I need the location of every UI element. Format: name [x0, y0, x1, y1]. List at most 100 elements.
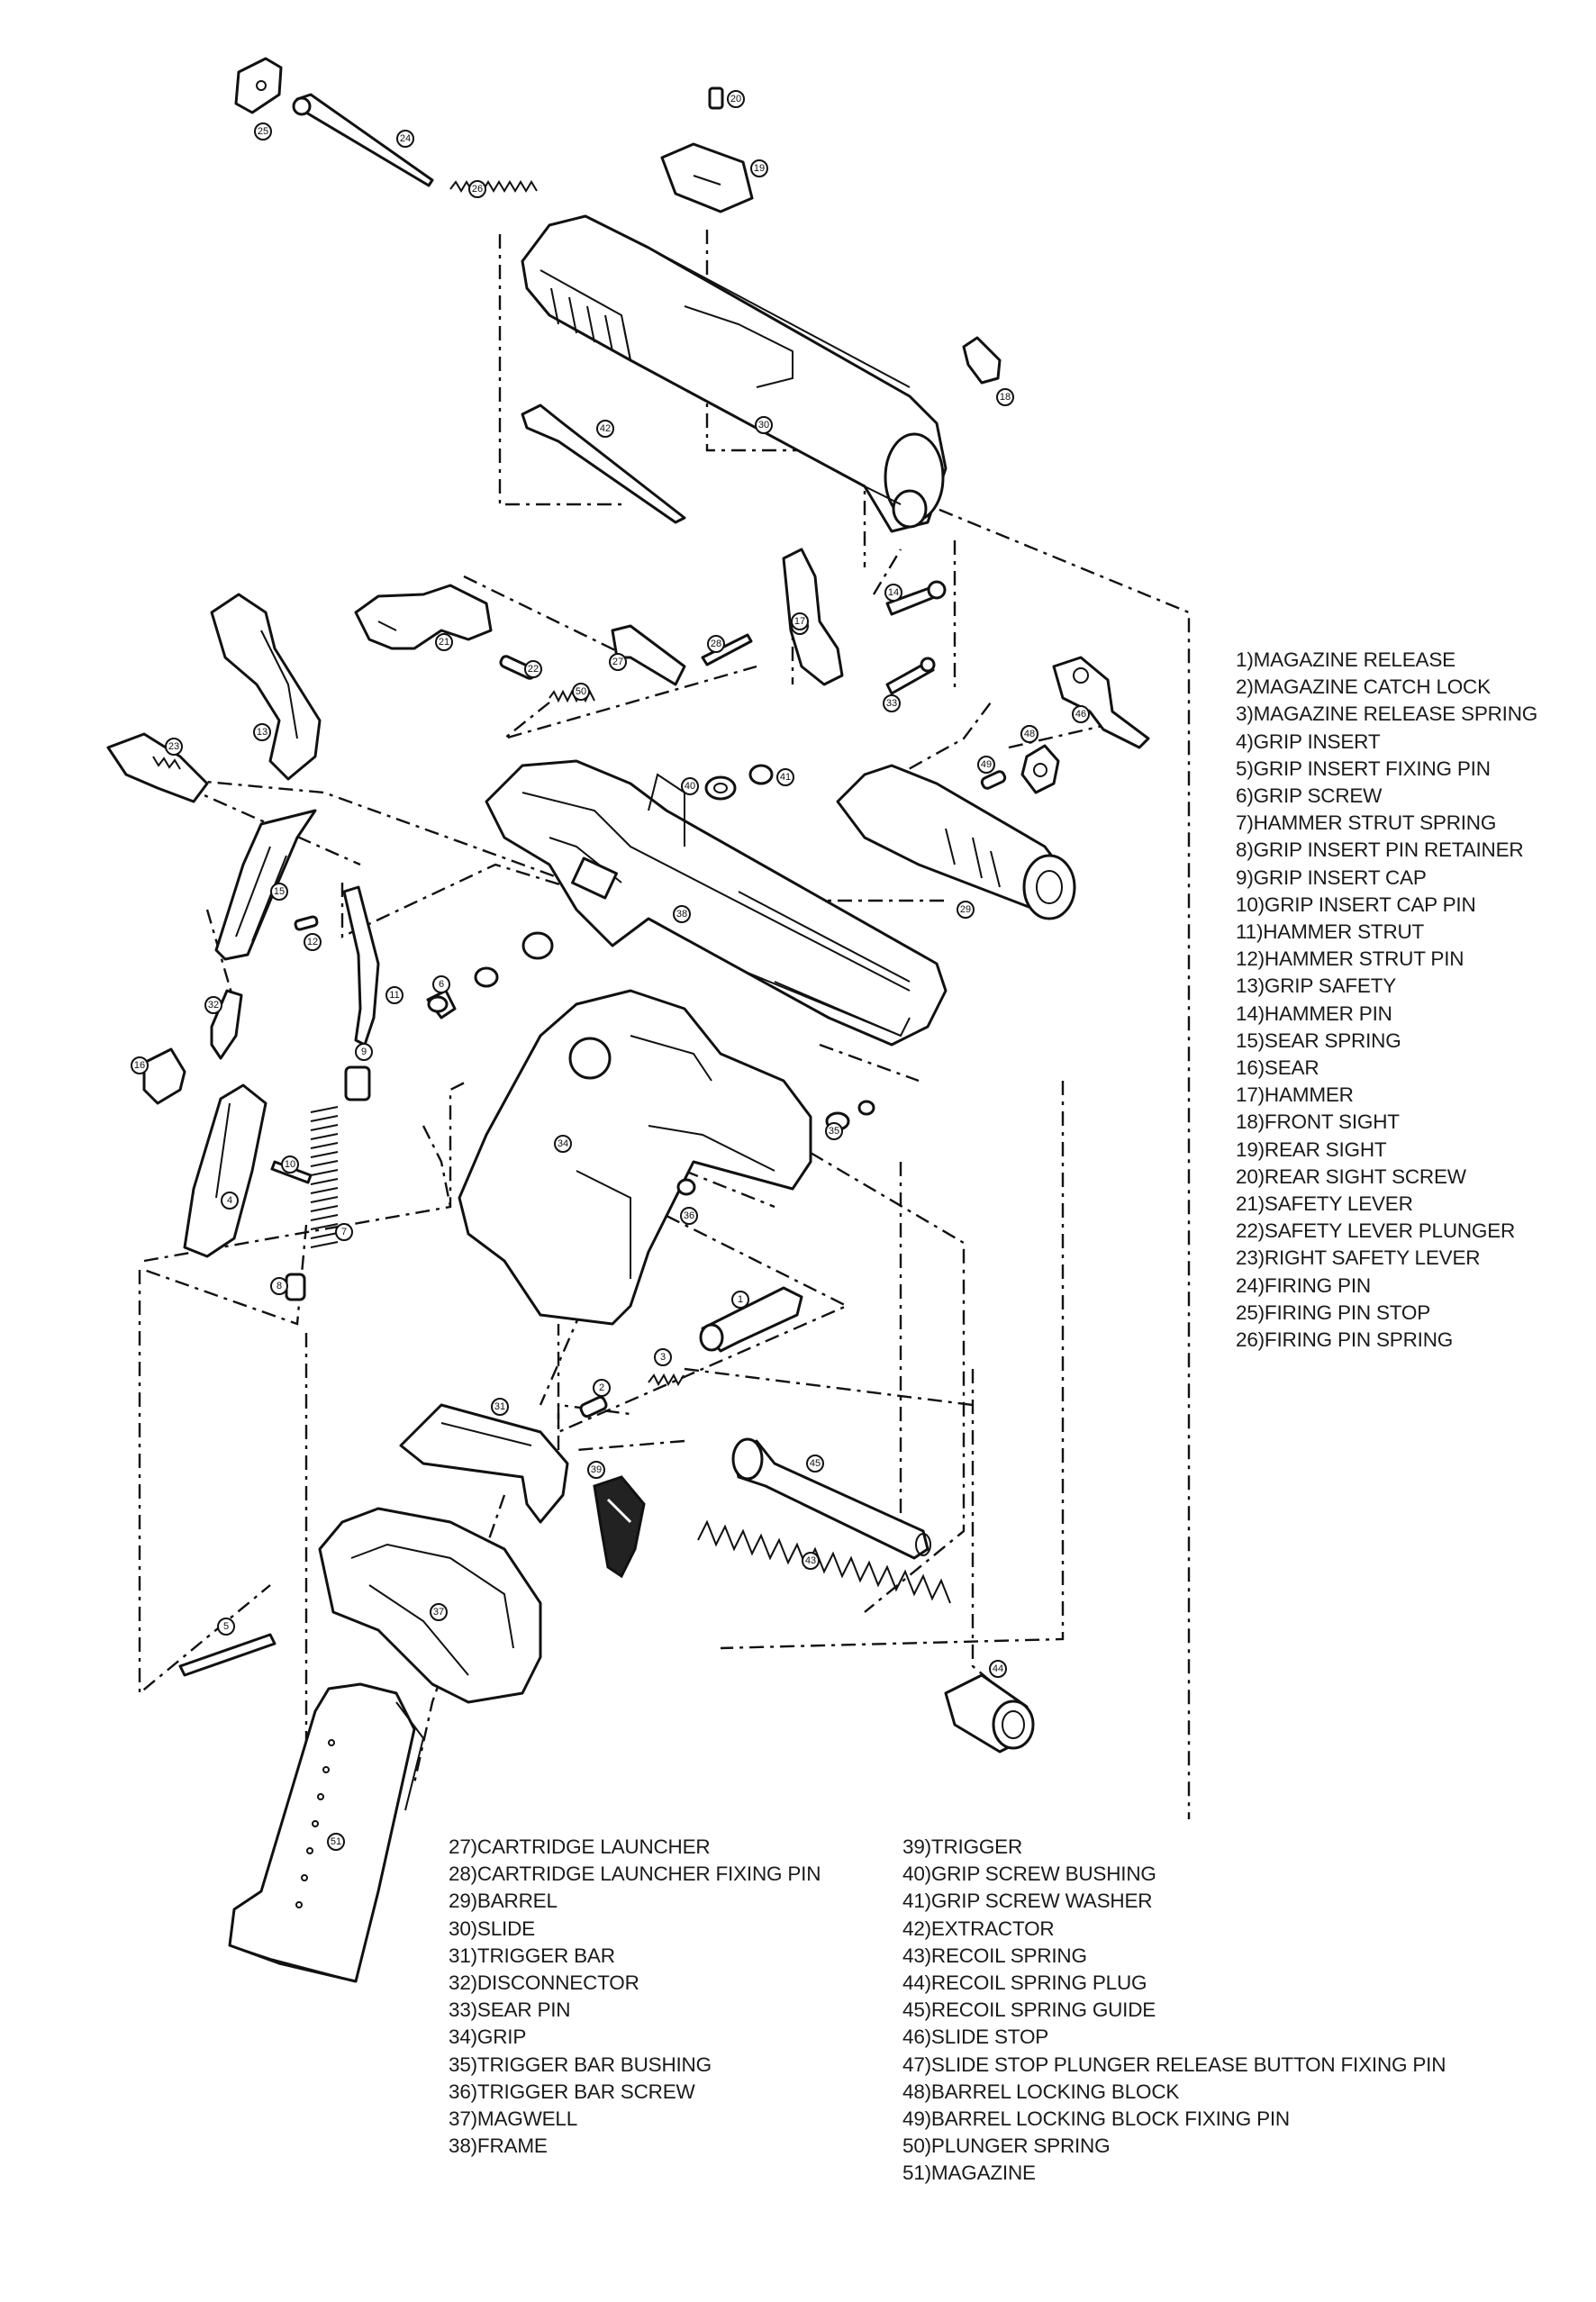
grip-insert-cap — [344, 1065, 371, 1101]
svg-text:38: 38 — [676, 909, 687, 920]
callout-50: 50 — [572, 683, 590, 701]
svg-text:14: 14 — [888, 587, 899, 598]
svg-text:5: 5 — [223, 1621, 229, 1632]
svg-text:15: 15 — [274, 886, 285, 897]
grip-screw — [426, 989, 457, 1020]
svg-text:4: 4 — [227, 1195, 232, 1206]
svg-text:21: 21 — [439, 637, 449, 648]
callout-45: 45 — [806, 1455, 824, 1473]
callout-3: 3 — [654, 1348, 672, 1366]
legend-item: 42)EXTRACTOR — [902, 1917, 1055, 1940]
legend-item: 34)GRIP — [449, 2026, 527, 2049]
hammer-strut-pin — [294, 915, 319, 931]
svg-text:2: 2 — [599, 1382, 604, 1393]
legend-item: 37)MAGWELL — [449, 2107, 578, 2131]
svg-text:12: 12 — [307, 937, 318, 947]
callout-37: 37 — [430, 1603, 448, 1621]
callout-21: 21 — [435, 633, 453, 651]
svg-text:48: 48 — [1024, 729, 1035, 739]
recoil-spring-plug — [944, 1673, 1035, 1754]
callout-9: 9 — [355, 1043, 373, 1061]
magazine-release — [699, 1286, 803, 1353]
hammer-pin — [885, 580, 947, 616]
svg-text:33: 33 — [886, 698, 897, 709]
recoil-spring-guide — [731, 1437, 931, 1560]
slide — [521, 214, 948, 533]
svg-text:26: 26 — [472, 184, 483, 195]
rear-sight — [660, 142, 754, 213]
magazine — [228, 1682, 425, 1983]
legend-item: 29)BARREL — [449, 1890, 558, 1913]
trigger-bar — [399, 1403, 569, 1524]
svg-text:35: 35 — [829, 1126, 839, 1137]
legend-item: 47)SLIDE STOP PLUNGER RELEASE BUTTON FIX… — [902, 2053, 1446, 2076]
callout-18: 18 — [996, 388, 1014, 406]
callout-43: 43 — [802, 1552, 820, 1570]
svg-text:50: 50 — [576, 686, 586, 697]
legend-item: 3)MAGAZINE RELEASE SPRING — [1236, 702, 1538, 726]
magwell — [318, 1507, 542, 1704]
callout-16: 16 — [131, 1056, 149, 1074]
svg-text:46: 46 — [1075, 709, 1086, 720]
svg-text:9: 9 — [361, 1047, 367, 1057]
svg-text:19: 19 — [754, 163, 765, 174]
legend-item: 4)GRIP INSERT — [1236, 730, 1381, 753]
grip-insert — [183, 1083, 268, 1258]
right-safety-lever — [106, 732, 209, 803]
firing-pin-spring — [449, 180, 538, 193]
svg-text:41: 41 — [780, 772, 791, 783]
legend-item: 20)REAR SIGHT SCREW — [1236, 1165, 1466, 1188]
legend-item: 26)FIRING PIN SPRING — [1236, 1328, 1454, 1352]
legend-item: 40)GRIP SCREW BUSHING — [902, 1862, 1156, 1886]
extractor — [521, 403, 686, 524]
frame — [485, 759, 948, 1047]
legend-item: 27)CARTRIDGE LAUNCHER — [449, 1835, 711, 1858]
callout-2: 2 — [593, 1379, 611, 1397]
slide-stop — [1052, 656, 1150, 749]
legend-item: 48)BARREL LOCKING BLOCK — [902, 2080, 1180, 2103]
svg-text:10: 10 — [285, 1159, 295, 1170]
firing-pin — [292, 93, 434, 187]
legend-item: 35)TRIGGER BAR BUSHING — [449, 2053, 712, 2076]
trigger — [593, 1475, 646, 1579]
legend-item: 8)GRIP INSERT PIN RETAINER — [1236, 838, 1524, 862]
legend-item: 31)TRIGGER BAR — [449, 1944, 615, 1967]
svg-text:37: 37 — [433, 1607, 444, 1618]
svg-text:28: 28 — [711, 639, 721, 649]
legend-item: 13)GRIP SAFETY — [1236, 974, 1397, 998]
callout-23: 23 — [165, 738, 183, 756]
legend-item: 36)TRIGGER BAR SCREW — [449, 2080, 695, 2103]
callout-33: 33 — [883, 694, 901, 712]
svg-text:24: 24 — [400, 133, 411, 144]
legend-item: 10)GRIP INSERT CAP PIN — [1236, 893, 1476, 916]
callout-10: 10 — [281, 1156, 299, 1174]
legend-item: 18)FRONT SIGHT — [1236, 1110, 1400, 1134]
legend-item: 14)HAMMER PIN — [1236, 1001, 1392, 1025]
grip-insert-pin-retainer — [285, 1273, 306, 1301]
callout-24: 24 — [396, 130, 414, 148]
barrel-locking-block — [1020, 744, 1060, 794]
svg-text:51: 51 — [331, 1836, 341, 1847]
sear-spring — [214, 809, 317, 961]
svg-text:40: 40 — [685, 781, 695, 792]
callout-4: 4 — [221, 1192, 239, 1210]
svg-text:29: 29 — [960, 904, 971, 915]
callout-17: 17 — [791, 612, 809, 630]
sear — [142, 1047, 186, 1105]
legend-item: 16)SEAR — [1236, 1056, 1319, 1080]
callout-36: 36 — [680, 1207, 698, 1225]
svg-text:7: 7 — [341, 1227, 347, 1237]
legend-item: 32)DISCONNECTOR — [449, 1971, 639, 1995]
legend-item: 24)FIRING PIN — [1236, 1273, 1371, 1297]
svg-text:22: 22 — [528, 664, 539, 675]
grip-screw-washer — [474, 764, 774, 988]
callout-7: 7 — [335, 1223, 353, 1241]
firing-pin-stop — [234, 57, 283, 114]
legend-item: 15)SEAR SPRING — [1236, 1029, 1401, 1052]
callout-39: 39 — [587, 1461, 605, 1479]
legend-item: 44)RECOIL SPRING PLUG — [902, 1971, 1147, 1995]
svg-text:6: 6 — [439, 979, 444, 990]
